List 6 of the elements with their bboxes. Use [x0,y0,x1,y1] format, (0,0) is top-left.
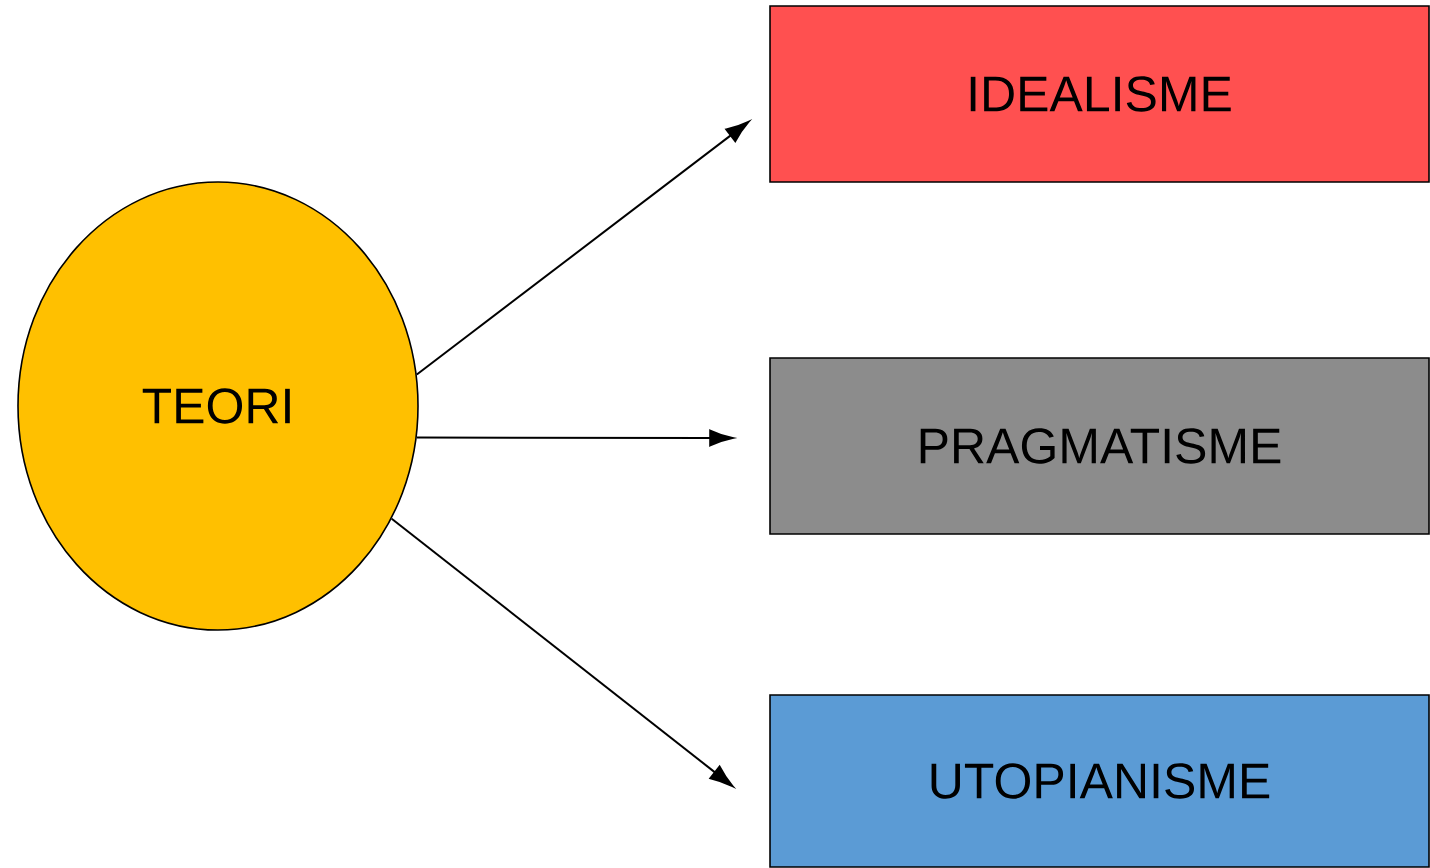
arrow [390,517,734,788]
arrow [415,120,750,376]
concept-box: IDEALISME [769,5,1430,183]
concept-box: UTOPIANISME [769,694,1430,868]
arrow [415,429,734,447]
concept-box: PRAGMATISME [769,357,1430,535]
